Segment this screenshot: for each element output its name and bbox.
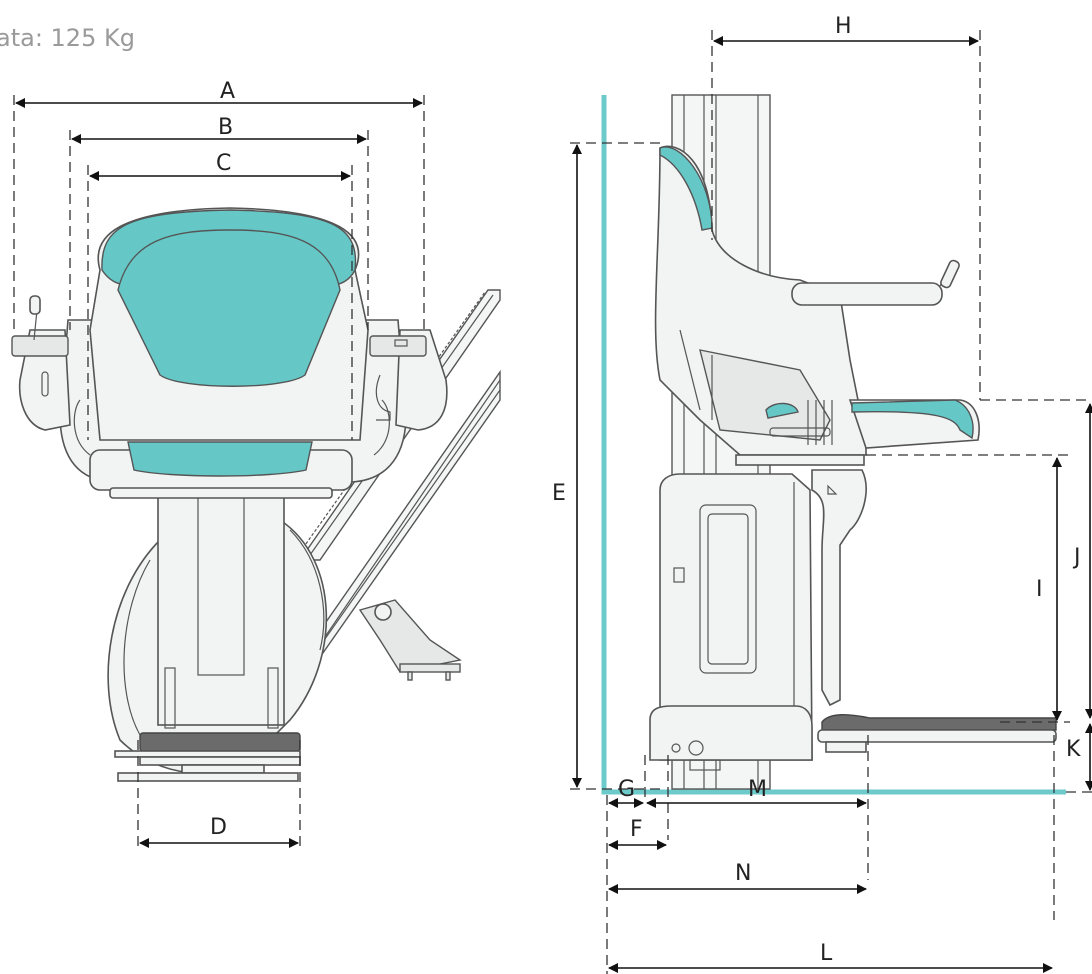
rail-carriage <box>358 599 462 681</box>
dim-label-m: M <box>748 777 767 802</box>
dim-label-a: A <box>220 79 235 104</box>
dim-label-g: G <box>618 777 635 802</box>
dim-label-h: H <box>835 14 852 39</box>
wall-and-floor <box>601 95 1066 795</box>
chair-side <box>654 145 980 466</box>
dim-label-i: I <box>1036 577 1043 602</box>
seat-column <box>157 494 285 726</box>
dim-label-e: E <box>552 481 566 506</box>
footrest-side <box>817 714 1057 753</box>
dim-label-n: N <box>735 861 751 886</box>
dim-label-k: K <box>1066 737 1081 762</box>
dim-label-b: B <box>218 115 233 140</box>
front-view: A B C D <box>11 79 501 850</box>
footrest-front <box>139 732 301 752</box>
dim-label-f: F <box>630 817 643 842</box>
carriage-side <box>649 469 867 771</box>
dim-label-d: D <box>210 815 227 840</box>
side-view: H E I J K G M F N <box>552 14 1092 974</box>
chair-front <box>11 207 448 499</box>
dim-label-c: C <box>216 151 231 176</box>
dim-label-j: J <box>1072 545 1081 570</box>
dim-label-l: L <box>820 941 833 966</box>
capacity-label: ata: 125 Kg <box>0 24 135 52</box>
